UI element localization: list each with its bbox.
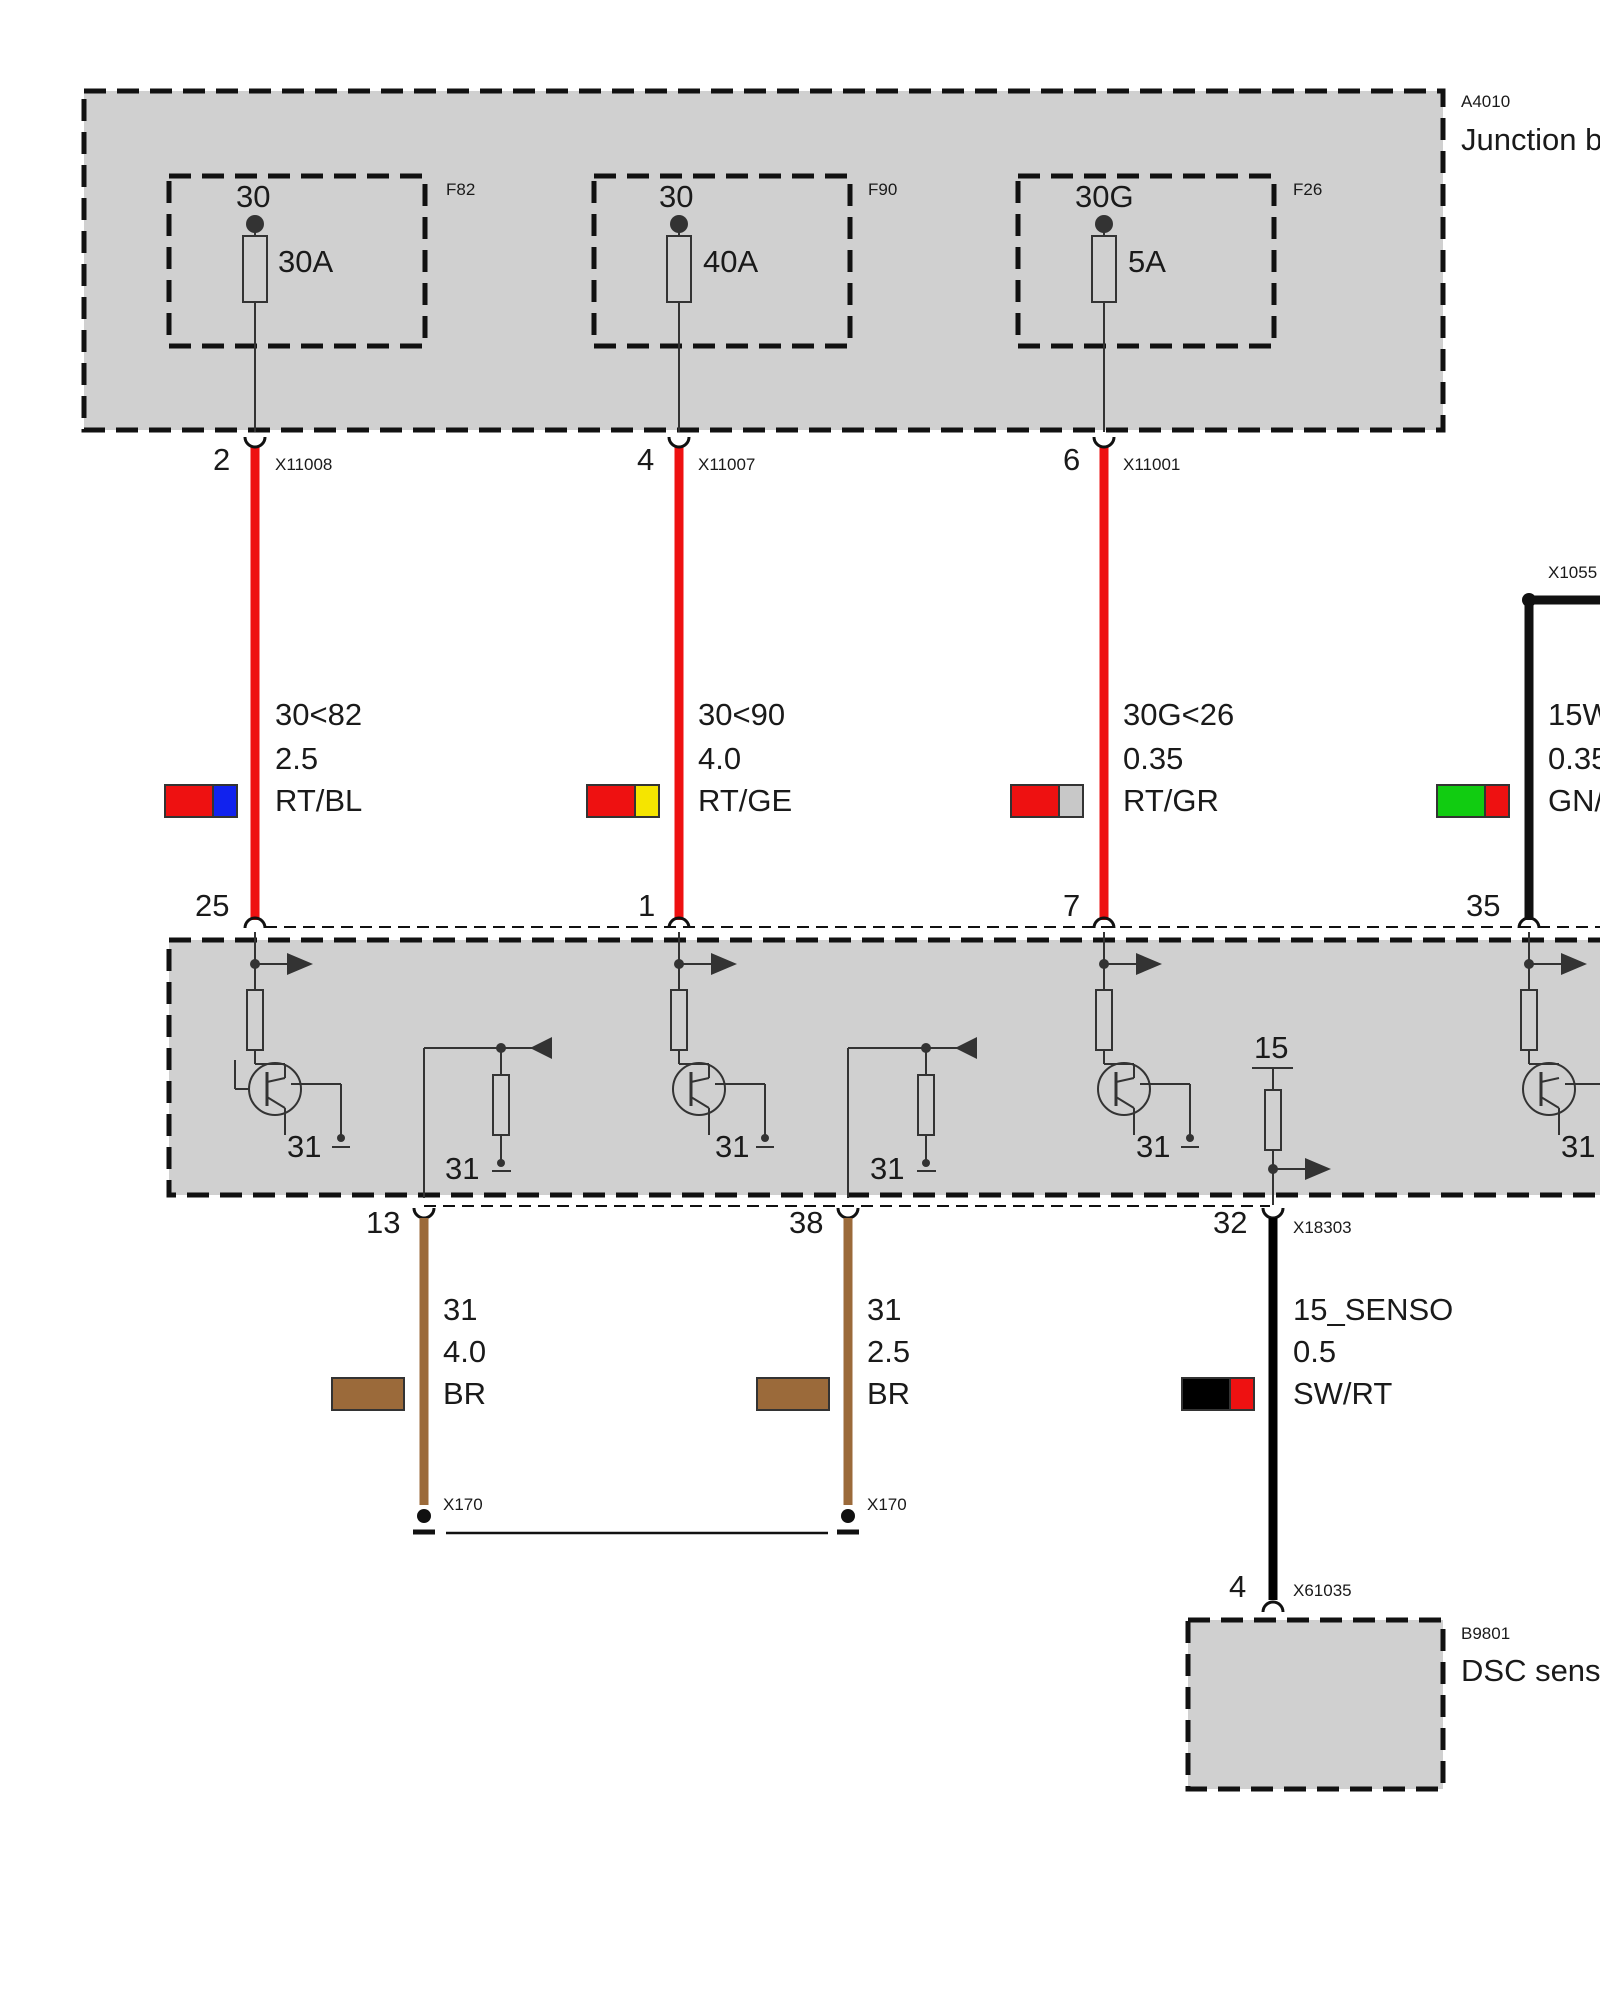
arrow-left-icon xyxy=(955,1037,977,1059)
ground-label: 31 xyxy=(287,1129,321,1164)
connector-pin: 4 xyxy=(637,442,654,477)
wire-ground-38: 38 31 2.5 BR X170 xyxy=(756,1205,910,1535)
wire-30-82: 2 X11008 30<82 2.5 RT/BL 25 xyxy=(164,436,362,929)
fuse-terminal: 30G xyxy=(1075,179,1134,214)
ground-label: 31 xyxy=(715,1129,749,1164)
wire-size: 0.5 xyxy=(1293,1334,1336,1369)
fuse-f26: F26 30G 5A xyxy=(1015,173,1322,432)
module-pin: 7 xyxy=(1063,888,1080,923)
fuse-rating: 30A xyxy=(278,244,333,279)
ground-sense-circuit-1: 31 xyxy=(423,1037,552,1198)
ground-sense-circuit-2: 31 xyxy=(847,1037,977,1198)
arrow-right-icon xyxy=(1136,953,1162,975)
sensor-id: B9801 xyxy=(1461,1624,1510,1643)
wire-color-code: BR xyxy=(443,1376,486,1411)
wire-size: 2.5 xyxy=(275,741,318,776)
sensor-name: DSC sens xyxy=(1461,1653,1600,1688)
connector-id: X11001 xyxy=(1123,455,1180,474)
wire-size: 0.35 xyxy=(1123,741,1183,776)
arrow-right-icon xyxy=(1561,953,1587,975)
connector-id: X18303 xyxy=(1293,1218,1352,1237)
module-pin: 1 xyxy=(638,888,655,923)
junction-box xyxy=(81,88,1446,433)
module-pin: 13 xyxy=(366,1205,400,1240)
wire-size: 4.0 xyxy=(443,1334,486,1369)
wire-color-swatch xyxy=(1010,784,1060,818)
wire-signal: 31 xyxy=(867,1292,901,1327)
module-pin: 35 xyxy=(1466,888,1500,923)
fuse-ref: F90 xyxy=(868,180,897,199)
fuse-f82: F82 30 30A xyxy=(166,173,475,432)
wire-size: 4.0 xyxy=(698,741,741,776)
wire-color-code: RT/BL xyxy=(275,783,362,818)
wire-signal: 15_SENSO xyxy=(1293,1292,1453,1327)
connector-id: X1055 xyxy=(1548,563,1597,582)
ground-connector-id: X170 xyxy=(867,1495,907,1514)
fuse-terminal: 30 xyxy=(236,179,270,214)
fuse-f90: F90 30 40A xyxy=(591,173,897,432)
wire-color-code: GN/ xyxy=(1548,783,1600,818)
driver-circuit-3: 31 xyxy=(1095,932,1199,1164)
ground-label: 31 xyxy=(870,1151,904,1186)
wire-size: 0.35 xyxy=(1548,741,1600,776)
fuse-terminal: 30 xyxy=(659,179,693,214)
module-pin: 25 xyxy=(195,888,229,923)
wire-15-senso: 32 X18303 15_SENSO 0.5 SW/RT 4 X61035 xyxy=(1181,1205,1453,1613)
junction-box-id: A4010 xyxy=(1461,92,1510,111)
connector-pin: 6 xyxy=(1063,442,1080,477)
supply-label: 15 xyxy=(1254,1030,1288,1065)
driver-circuit-2: 31 xyxy=(670,932,774,1164)
sensor-connector-id: X61035 xyxy=(1293,1581,1352,1600)
wire-color-swatch xyxy=(1436,784,1486,818)
ground-connector-id: X170 xyxy=(443,1495,483,1514)
supply-circuit: 15 xyxy=(1252,1030,1331,1205)
sensor-pin: 4 xyxy=(1229,1569,1246,1604)
fuse-icon xyxy=(666,235,692,303)
junction-box-name: Junction b xyxy=(1461,122,1600,157)
ground-label: 31 xyxy=(445,1151,479,1186)
arrow-left-icon xyxy=(530,1037,552,1059)
wire-ground-13: 13 31 4.0 BR X170 xyxy=(331,1205,486,1535)
control-module xyxy=(166,937,1600,1198)
arrow-right-icon xyxy=(711,953,737,975)
ground-label: 31 xyxy=(1561,1129,1595,1164)
fuse-icon xyxy=(1091,235,1117,303)
module-pin: 32 xyxy=(1213,1205,1247,1240)
wire-color-code: SW/RT xyxy=(1293,1376,1392,1411)
fuse-ref: F82 xyxy=(446,180,475,199)
connector-id: X11007 xyxy=(698,455,755,474)
wire-color-swatch xyxy=(1181,1377,1231,1411)
connector-pin: 2 xyxy=(213,442,230,477)
wire-color-code: BR xyxy=(867,1376,910,1411)
ground-label: 31 xyxy=(1136,1129,1170,1164)
wire-color-code: RT/GR xyxy=(1123,783,1219,818)
driver-circuit-1: 31 xyxy=(234,932,350,1164)
connector-id: X11008 xyxy=(275,455,332,474)
fuse-rating: 5A xyxy=(1128,244,1166,279)
wire-color-swatch xyxy=(586,784,636,818)
wire-size: 2.5 xyxy=(867,1334,910,1369)
module-pin: 38 xyxy=(789,1205,823,1240)
driver-circuit-4: 31 xyxy=(1520,932,1600,1164)
wire-signal: 30<90 xyxy=(698,697,785,732)
wire-30g-26: 6 X11001 30G<26 0.35 RT/GR 7 xyxy=(1010,436,1234,929)
wire-15w: X1055 15W 0.35 GN/ 35 xyxy=(1436,563,1600,929)
fuse-rating: 40A xyxy=(703,244,758,279)
wire-color-code: RT/GE xyxy=(698,783,792,818)
wire-color-swatch xyxy=(331,1377,405,1411)
arrow-right-icon xyxy=(287,953,313,975)
dsc-sensor-box xyxy=(1185,1617,1446,1792)
wire-signal: 31 xyxy=(443,1292,477,1327)
wire-signal: 15W xyxy=(1548,697,1600,732)
fuse-ref: F26 xyxy=(1293,180,1322,199)
wire-color-swatch xyxy=(164,784,214,818)
wire-30-90: 4 X11007 30<90 4.0 RT/GE 1 xyxy=(586,436,792,929)
wire-signal: 30<82 xyxy=(275,697,362,732)
wire-color-swatch xyxy=(756,1377,830,1411)
wire-signal: 30G<26 xyxy=(1123,697,1234,732)
arrow-right-icon xyxy=(1305,1158,1331,1180)
fuse-icon xyxy=(242,235,268,303)
